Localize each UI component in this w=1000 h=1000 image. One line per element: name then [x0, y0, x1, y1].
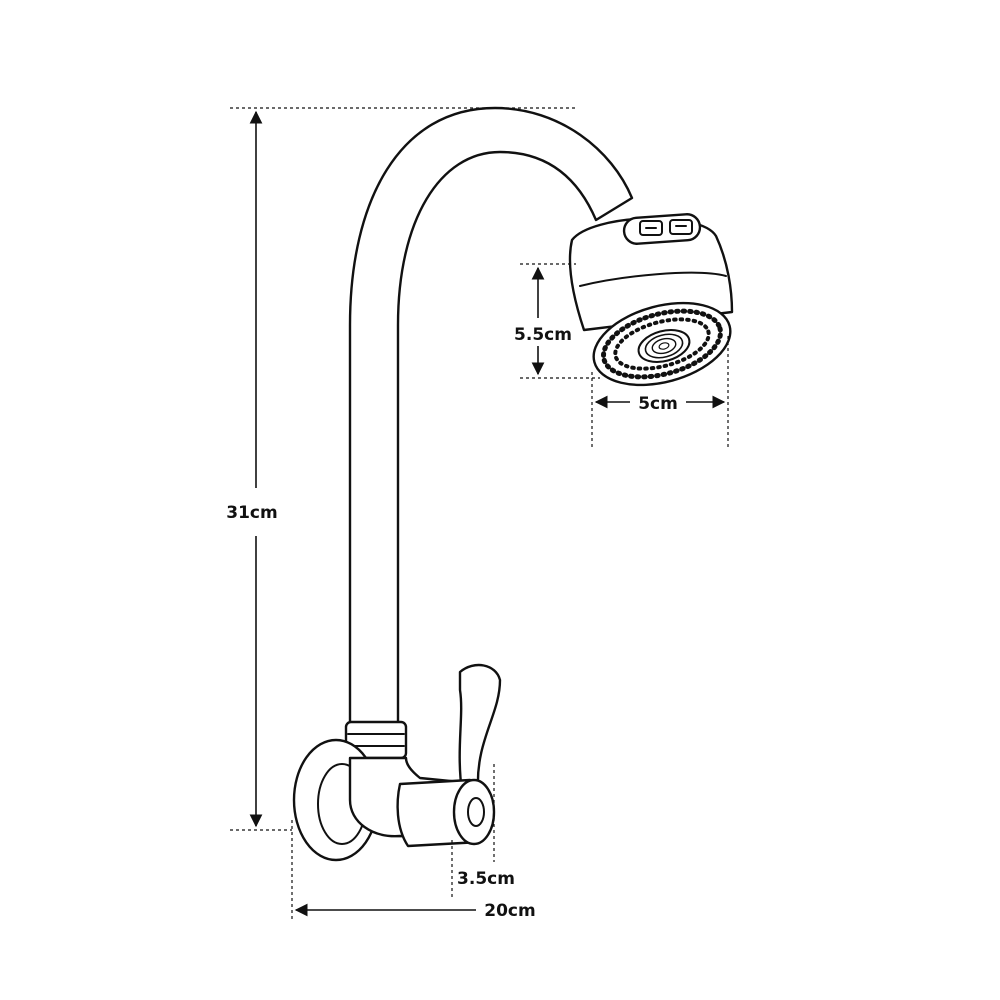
dimension-total-height: 31cm: [226, 107, 575, 831]
label-5cm: 5cm: [638, 394, 678, 414]
label-3-5cm: 3.5cm: [457, 869, 515, 889]
label-5-5cm: 5.5cm: [514, 325, 572, 345]
dimension-aerator-width: 5cm: [591, 336, 729, 450]
gooseneck-spout: [348, 106, 634, 742]
dimension-projection: 20cm: [291, 820, 536, 922]
dimension-handle-width: 3.5cm: [451, 764, 515, 898]
dimension-aerator-height: 5.5cm: [514, 263, 600, 379]
spray-mode-switch: [622, 213, 702, 245]
faucet-drawing: [292, 106, 734, 862]
handle-cartridge: [396, 778, 496, 848]
label-20cm: 20cm: [484, 901, 535, 921]
aerator-head: [568, 217, 734, 387]
lever-handle: [458, 663, 502, 794]
label-31cm: 31cm: [226, 503, 277, 523]
